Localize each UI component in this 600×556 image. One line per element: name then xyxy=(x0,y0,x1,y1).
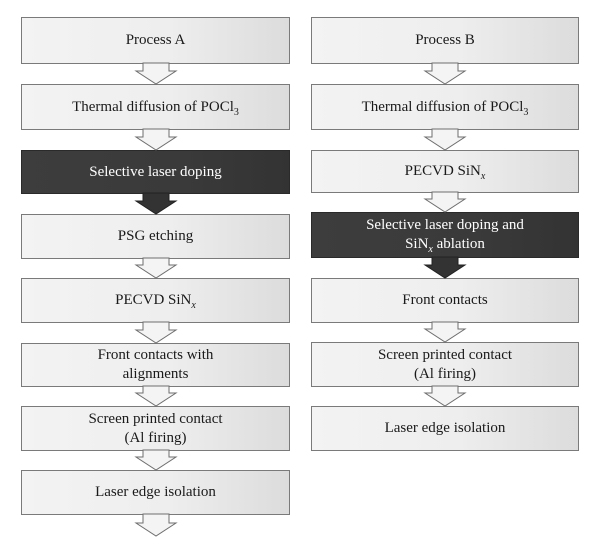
arrow-down-icon xyxy=(134,513,178,537)
step-a-psg-etching: PSG etching xyxy=(21,214,290,259)
step-label: Thermal diffusion of POCl3 xyxy=(72,98,239,118)
step-a-pecvd-sinx: PECVD SiNx xyxy=(21,278,290,323)
arrow-down-icon xyxy=(134,385,178,407)
step-b-thermal-diffusion: Thermal diffusion of POCl3 xyxy=(311,84,579,130)
step-a-laser-edge-isolation: Laser edge isolation xyxy=(21,470,290,515)
step-process-a-title: Process A xyxy=(21,17,290,64)
step-a-thermal-diffusion: Thermal diffusion of POCl3 xyxy=(21,84,290,130)
step-label: Selective laser doping xyxy=(89,163,222,180)
step-label: Laser edge isolation xyxy=(384,420,506,436)
step-label: PECVD SiNx xyxy=(404,163,486,182)
arrow-down-icon xyxy=(134,128,178,151)
step-label: Selective laser doping and SiNx ablation xyxy=(366,217,524,255)
step-b-pecvd-sinx: PECVD SiNx xyxy=(311,150,579,193)
arrow-down-icon xyxy=(134,62,178,85)
step-label: Process A xyxy=(125,32,186,48)
arrow-down-icon xyxy=(134,257,178,279)
arrow-down-icon xyxy=(423,128,467,151)
arrow-down-icon xyxy=(134,192,178,215)
step-b-screen-printed-contact: Screen printed contact (Al firing) xyxy=(311,342,579,387)
step-b-selective-laser-doping-ablation: Selective laser doping and SiNx ablation xyxy=(311,212,579,258)
step-a-selective-laser-doping: Selective laser doping xyxy=(21,150,290,194)
step-label: Screen printed contact (Al firing) xyxy=(377,346,513,382)
step-label: Front contacts with alignments xyxy=(97,347,214,382)
step-b-laser-edge-isolation: Laser edge isolation xyxy=(311,406,579,451)
arrow-down-icon xyxy=(423,191,467,213)
arrow-down-icon xyxy=(423,62,467,85)
step-b-front-contacts: Front contacts xyxy=(311,278,579,323)
arrow-down-icon xyxy=(423,256,467,279)
arrow-down-icon xyxy=(423,321,467,343)
step-label: Front contacts xyxy=(402,292,488,308)
step-a-front-contacts-alignments: Front contacts with alignments xyxy=(21,343,290,387)
arrow-down-icon xyxy=(134,449,178,471)
step-label: Laser edge isolation xyxy=(95,484,216,500)
step-a-screen-printed-contact: Screen printed contact (Al firing) xyxy=(21,406,290,451)
step-process-b-title: Process B xyxy=(311,17,579,64)
step-label: PSG etching xyxy=(117,228,194,244)
step-label: Screen printed contact (Al firing) xyxy=(88,410,223,446)
arrow-down-icon xyxy=(134,321,178,344)
step-label: PECVD SiNx xyxy=(115,292,196,311)
step-label: Process B xyxy=(415,32,475,48)
arrow-down-icon xyxy=(423,385,467,407)
step-label: Thermal diffusion of POCl3 xyxy=(361,98,529,118)
